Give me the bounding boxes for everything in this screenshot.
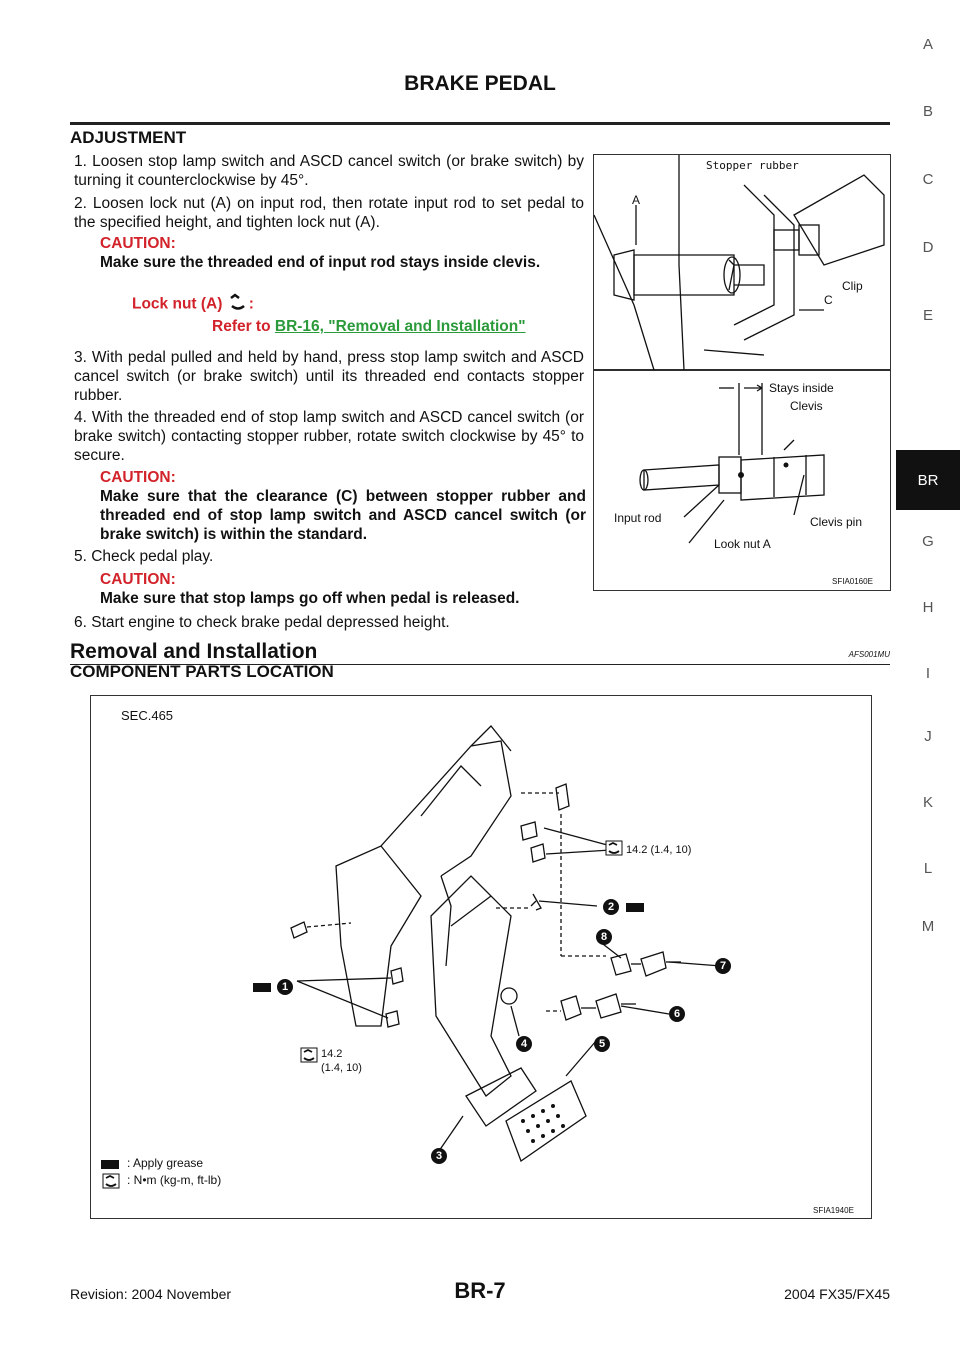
tab-g[interactable]: G xyxy=(922,533,934,550)
step-2: 2. Loosen lock nut (A) on input rod, the… xyxy=(74,195,584,231)
removal-heading: Removal and Installation xyxy=(70,640,318,663)
figure2-code: SFIA1940E xyxy=(813,1206,854,1215)
page-title: BRAKE PEDAL xyxy=(404,72,556,95)
caution-text-2: Make sure that the clearance (C) between… xyxy=(100,488,586,543)
locknut-colon: : xyxy=(248,295,254,313)
caution-text-1: Make sure the threaded end of input rod … xyxy=(100,254,541,271)
torque-wrench-icon xyxy=(227,292,249,317)
tab-k[interactable]: K xyxy=(922,794,933,811)
callout-7: 7 xyxy=(715,958,731,974)
label-a: A xyxy=(632,193,641,207)
label-input-rod: Input rod xyxy=(614,511,662,525)
removal-code: AFS001MU xyxy=(848,650,890,659)
component-figure: SEC.465 14.2 (1.4, 10) 14.2 (1.4, 10) 1 … xyxy=(90,695,872,1219)
callout-4: 4 xyxy=(516,1036,532,1052)
callout-5: 5 xyxy=(594,1036,610,1052)
tab-c[interactable]: C xyxy=(922,171,934,188)
component-parts-heading: COMPONENT PARTS LOCATION xyxy=(70,662,334,681)
step-4: 4. With the threaded end of stop lamp sw… xyxy=(74,409,584,464)
tab-a[interactable]: A xyxy=(922,36,933,53)
caution-label-3: CAUTION: xyxy=(100,571,176,588)
grease-icon-2 xyxy=(626,903,644,912)
label-clip: Clip xyxy=(842,279,863,293)
label-lock-nut-a: Look nut A xyxy=(714,537,771,551)
step-5: 5. Check pedal play. xyxy=(74,548,214,565)
locknut-label: Lock nut (A) : xyxy=(132,292,254,317)
torque-icon-top xyxy=(605,840,623,856)
label-clevis: Clevis xyxy=(790,399,823,413)
torque-left-label-2: (1.4, 10) xyxy=(321,1062,362,1074)
footer-page-number: BR-7 xyxy=(454,1278,506,1303)
tab-j[interactable]: J xyxy=(924,728,932,745)
torque-left-label-1: 14.2 xyxy=(321,1048,343,1060)
caution-text-3: Make sure that stop lamps go off when pe… xyxy=(100,590,520,607)
callout-3: 3 xyxy=(431,1148,447,1164)
removal-rule xyxy=(70,664,890,665)
adjustment-figure: Stopper rubber A Clip C Stays inside Cle… xyxy=(593,154,891,591)
tab-l[interactable]: L xyxy=(923,860,933,877)
torque-icon-legend xyxy=(102,1173,120,1189)
step-1: 1. Loosen stop lamp switch and ASCD canc… xyxy=(74,153,584,189)
callout-2: 2 xyxy=(603,899,619,915)
locknut-text: Lock nut (A) xyxy=(132,295,223,313)
tab-h[interactable]: H xyxy=(922,599,934,616)
caution-label-2: CAUTION: xyxy=(100,469,176,486)
footer-model: 2004 FX35/FX45 xyxy=(784,1286,890,1302)
label-stopper-rubber: Stopper rubber xyxy=(706,159,799,172)
pedal-assembly-diagram xyxy=(101,725,722,1189)
tab-i[interactable]: I xyxy=(925,665,931,682)
footer-revision: Revision: 2004 November xyxy=(70,1286,232,1302)
label-c: C xyxy=(824,293,833,307)
callout-8: 8 xyxy=(596,929,612,945)
figure1-code: SFIA0160E xyxy=(832,577,873,586)
refer-link[interactable]: BR-16, "Removal and Installation" xyxy=(274,318,526,335)
tab-br-active[interactable]: BR xyxy=(896,450,960,510)
legend-torque: : N•m (kg-m, ft-lb) xyxy=(127,1173,222,1187)
switch-diagram xyxy=(593,155,890,544)
legend-grease: : Apply grease xyxy=(127,1156,204,1170)
step-3: 3. With pedal pulled and held by hand, p… xyxy=(74,349,584,404)
torque-icon-left xyxy=(300,1047,318,1063)
step-6: 6. Start engine to check brake pedal dep… xyxy=(74,614,450,631)
tab-b[interactable]: B xyxy=(922,103,933,120)
sec-label: SEC.465 xyxy=(121,708,174,723)
callout-1: 1 xyxy=(277,979,293,995)
label-clevis-pin: Clevis pin xyxy=(810,515,863,529)
label-stays-inside: Stays inside xyxy=(769,381,834,395)
refer-line: Refer to BR-16, "Removal and Installatio… xyxy=(212,318,526,336)
callout-6: 6 xyxy=(669,1006,685,1022)
adjustment-heading: ADJUSTMENT xyxy=(70,128,187,147)
refer-prefix: Refer to xyxy=(212,318,275,335)
header-rule xyxy=(70,122,890,125)
torque-top-label: 14.2 (1.4, 10) xyxy=(626,844,692,856)
grease-icon-legend xyxy=(101,1160,119,1169)
grease-icon-1 xyxy=(253,983,271,992)
caution-label-1: CAUTION: xyxy=(100,235,176,252)
tab-m[interactable]: M xyxy=(921,918,935,935)
tab-e[interactable]: E xyxy=(922,307,933,324)
tab-d[interactable]: D xyxy=(922,239,934,256)
